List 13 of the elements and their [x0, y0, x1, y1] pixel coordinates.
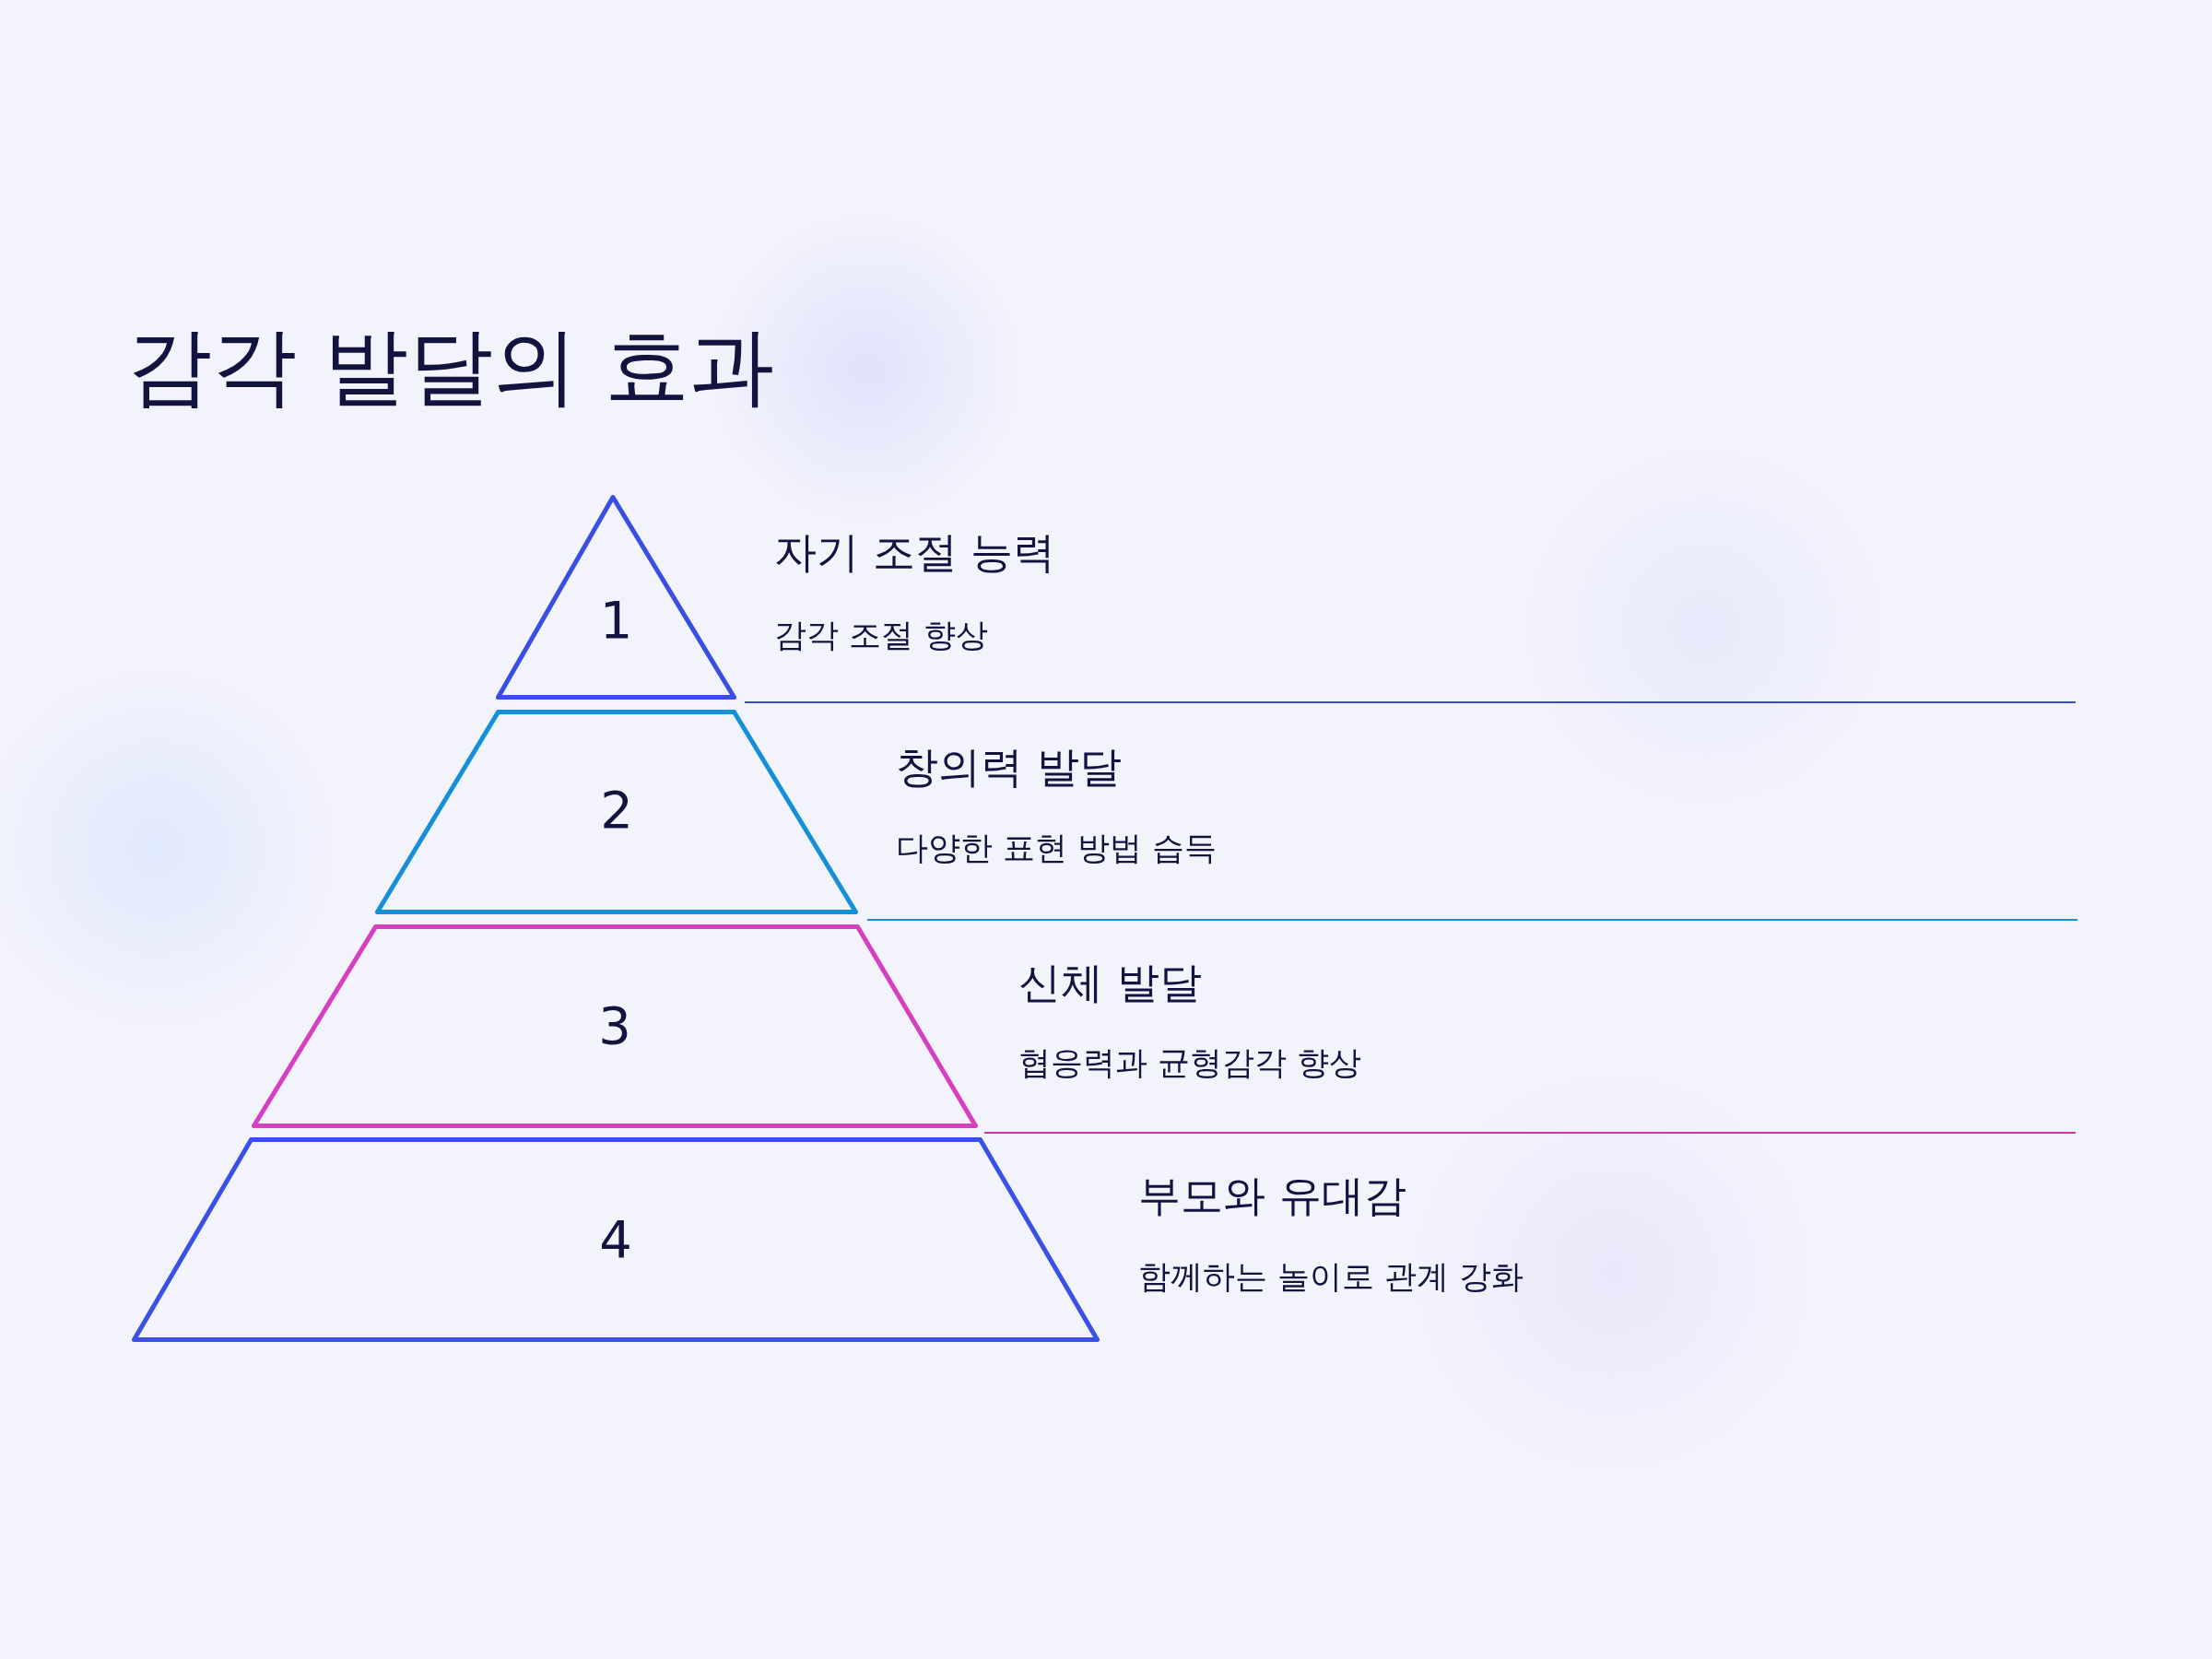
tier-description: 함께하는 놀이로 관계 강화 [1138, 1257, 1524, 1296]
tier-number: 3 [597, 994, 632, 1057]
tier-heading: 부모와 유대감 [1138, 1171, 1406, 1222]
tier-heading: 자기 조절 능력 [774, 527, 1056, 579]
page-title: 감각 발달의 효과 [127, 315, 775, 418]
tier-number: 2 [599, 779, 634, 841]
tier-description: 감각 조절 향상 [774, 616, 989, 654]
tier-heading: 신체 발달 [1018, 958, 1202, 1009]
tier-number: 4 [598, 1208, 633, 1271]
tier-description: 협응력과 균형감각 향상 [1018, 1043, 1362, 1082]
tier-number: 1 [598, 589, 634, 652]
tier-description: 다양한 표현 방법 습득 [896, 829, 1218, 867]
tier-heading: 창의력 발달 [896, 742, 1122, 794]
